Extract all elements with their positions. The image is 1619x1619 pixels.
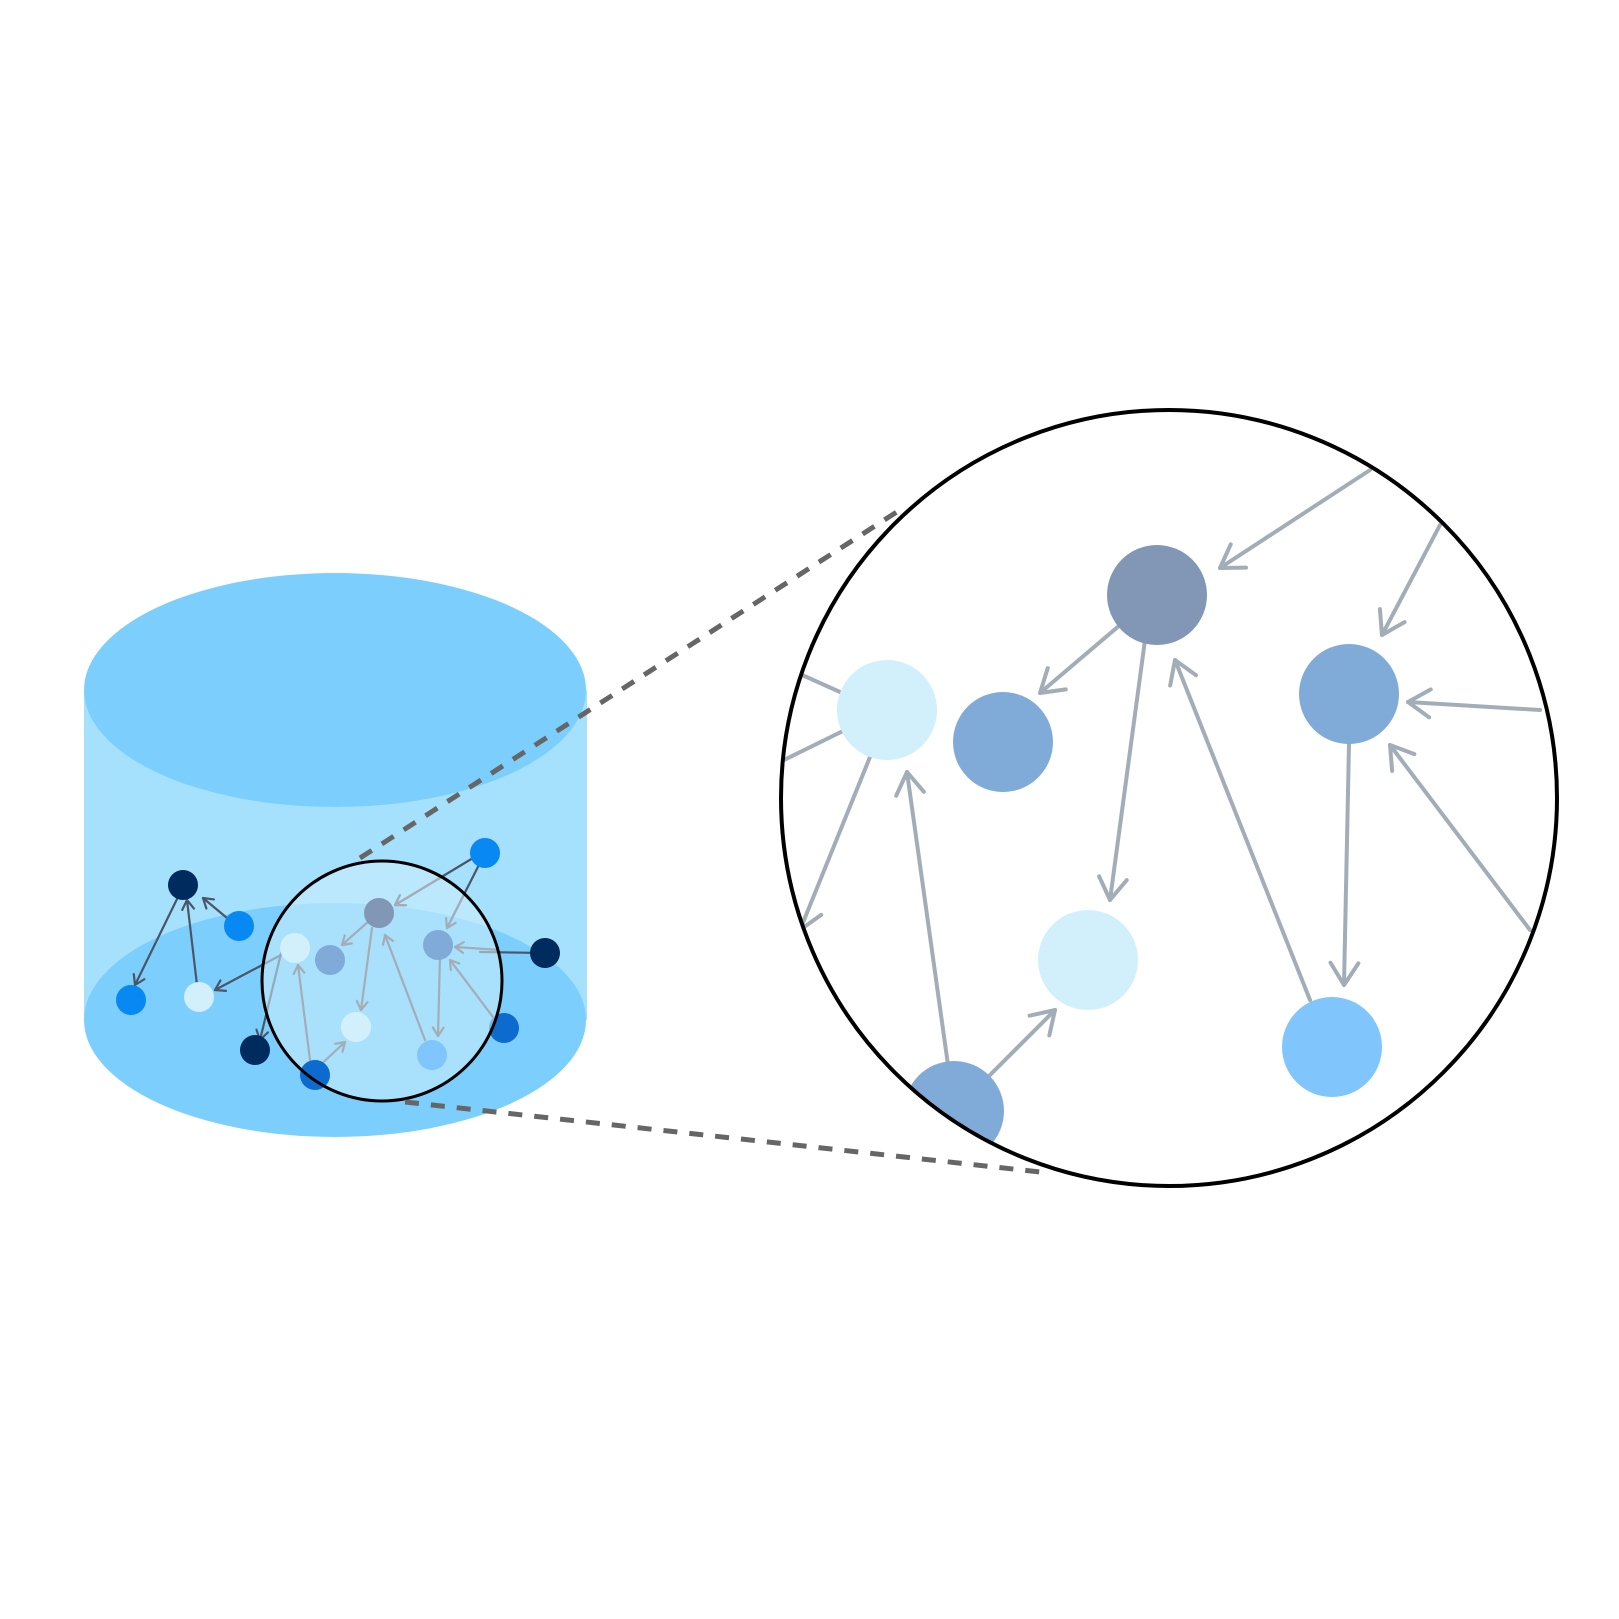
zoom-edge-3 bbox=[1388, 743, 1532, 932]
zoom-edge-7 bbox=[1328, 742, 1361, 987]
edge-line bbox=[1380, 523, 1442, 637]
lens-node-j bbox=[364, 898, 394, 928]
lens-node-o bbox=[417, 1040, 447, 1070]
lens-outline bbox=[260, 859, 504, 1103]
zoom-edge-1 bbox=[1377, 523, 1442, 637]
edge-line bbox=[448, 958, 498, 1023]
zoom-edge-9 bbox=[983, 1008, 1057, 1082]
small-node-g bbox=[470, 838, 500, 868]
zoom-edge-4 bbox=[1038, 623, 1122, 695]
zoom-node-k bbox=[837, 660, 937, 760]
zoom-circle bbox=[779, 408, 1559, 1188]
lens-edge-3 bbox=[381, 933, 427, 1042]
arrowhead bbox=[448, 958, 461, 972]
lens-node-m bbox=[423, 930, 453, 960]
zoom-edge-line-1 bbox=[783, 728, 847, 764]
lens-node-l bbox=[315, 945, 345, 975]
edge-line bbox=[798, 755, 872, 932]
zoom-edge-6 bbox=[1168, 658, 1312, 1002]
magnifier-lens bbox=[260, 859, 504, 1103]
lens-node-k bbox=[280, 933, 310, 963]
zoom-circle-background bbox=[783, 412, 1555, 1184]
edge-line bbox=[340, 918, 372, 947]
zoom-circle-outline bbox=[779, 408, 1559, 1188]
small-node-e bbox=[240, 1035, 270, 1065]
zoom-node-o bbox=[1282, 997, 1382, 1097]
arrowhead bbox=[292, 963, 306, 976]
edge-line bbox=[185, 898, 199, 987]
zoom-connector-top bbox=[358, 503, 908, 861]
zoom-edge-8 bbox=[894, 770, 950, 1067]
edge-line bbox=[1173, 658, 1312, 1002]
arrowhead bbox=[381, 933, 395, 946]
small-edge-1 bbox=[181, 898, 199, 987]
edge-line bbox=[133, 895, 180, 987]
arrowhead bbox=[444, 916, 457, 930]
edge-line bbox=[296, 963, 312, 1062]
arrowhead bbox=[1388, 743, 1417, 773]
lens-edge-4 bbox=[431, 953, 445, 1038]
arrowhead bbox=[334, 1040, 347, 1053]
edge-line bbox=[383, 933, 427, 1042]
edge-line bbox=[1342, 742, 1351, 987]
edge-line bbox=[983, 1008, 1057, 1082]
lens-disc bbox=[262, 861, 502, 1101]
zoom-node-m bbox=[1299, 644, 1399, 744]
arrowhead bbox=[431, 1026, 445, 1038]
edge-line bbox=[201, 896, 229, 920]
small-node-a bbox=[168, 870, 198, 900]
arrowhead bbox=[213, 979, 228, 992]
arrowhead bbox=[1097, 874, 1129, 902]
edge-line bbox=[359, 926, 374, 1012]
zoom-node-n bbox=[1038, 910, 1138, 1010]
arrowhead bbox=[393, 894, 407, 907]
edge-line bbox=[436, 953, 442, 1038]
arrowhead bbox=[1027, 1008, 1057, 1038]
arrowhead bbox=[340, 934, 353, 947]
small-node-h bbox=[530, 938, 560, 968]
arrowhead bbox=[1377, 607, 1407, 637]
edge-line bbox=[1218, 468, 1372, 570]
lens-edge-1 bbox=[340, 918, 372, 947]
lens-node-n bbox=[341, 1012, 371, 1042]
edge-line bbox=[1038, 623, 1122, 695]
arrowhead bbox=[1218, 542, 1248, 570]
arrowhead bbox=[453, 941, 465, 955]
lens-edge-9 bbox=[292, 963, 312, 1062]
small-node-b bbox=[224, 911, 254, 941]
zoom-edge-5 bbox=[1097, 638, 1147, 902]
zoom-graph-nodes bbox=[837, 545, 1399, 1161]
zoom-connector-bottom bbox=[404, 1099, 1041, 1175]
zoom-graph-edges bbox=[783, 468, 1542, 1082]
edge-line bbox=[1388, 743, 1532, 932]
lens-edge-5 bbox=[448, 958, 498, 1023]
edge-line bbox=[1406, 700, 1542, 712]
arrowhead bbox=[132, 972, 146, 987]
arrowhead bbox=[355, 999, 369, 1012]
small-node-d bbox=[184, 982, 214, 1012]
zoom-node-l bbox=[953, 692, 1053, 792]
zoom-edge-2 bbox=[1406, 687, 1542, 720]
zoom-node-f bbox=[904, 1061, 1004, 1161]
arrowhead bbox=[894, 770, 926, 798]
arrowhead bbox=[1168, 658, 1199, 688]
zoom-node-j bbox=[1107, 545, 1207, 645]
edge-line bbox=[905, 770, 950, 1067]
arrowhead bbox=[1406, 687, 1433, 720]
small-edge-2 bbox=[201, 896, 229, 920]
cylinder-top-cap bbox=[84, 573, 586, 807]
arrowhead bbox=[181, 898, 196, 912]
arrowhead bbox=[1038, 666, 1068, 695]
arrowhead bbox=[1328, 960, 1361, 987]
arrowhead bbox=[201, 896, 216, 910]
zoom-edge-0 bbox=[1218, 468, 1372, 570]
edge-line bbox=[1108, 638, 1147, 902]
small-edge-0 bbox=[132, 895, 180, 987]
small-node-c bbox=[116, 985, 146, 1015]
lens-edge-2 bbox=[355, 926, 374, 1012]
